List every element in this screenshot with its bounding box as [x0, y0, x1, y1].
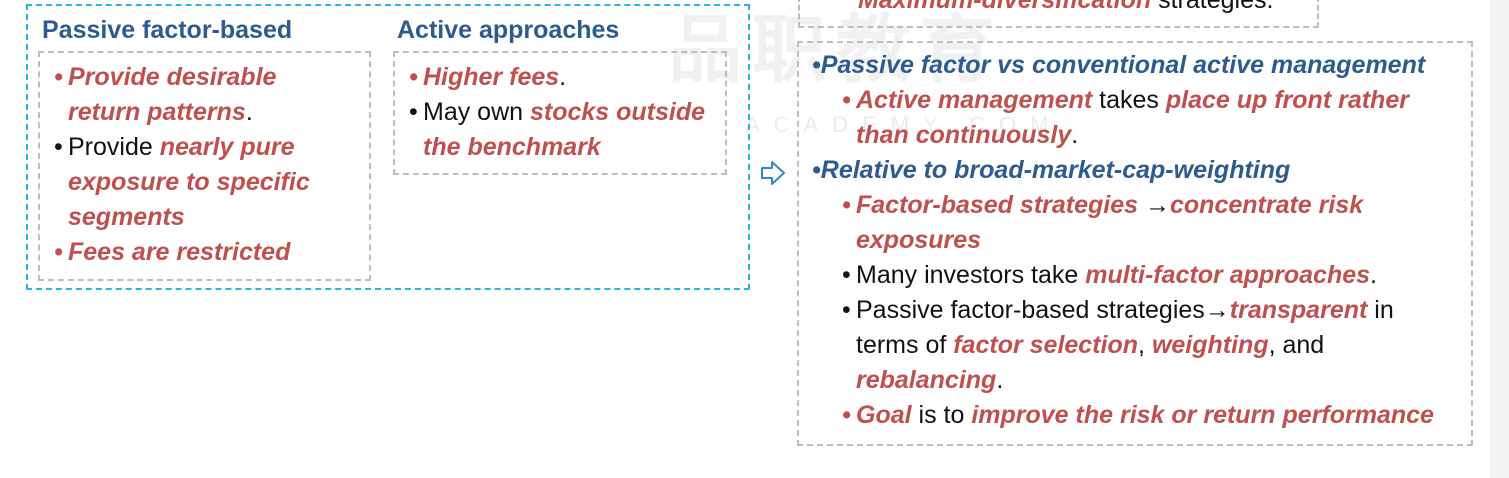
watermark-cn: 品职教育 — [668, 8, 1004, 91]
right-item-2-title: •Relative to broad-market-cap-weighting — [812, 156, 1291, 184]
bullet-dot: • — [409, 98, 418, 126]
active-bullet-1: •Higher fees. — [409, 60, 719, 95]
right-item-2-sub-3: •Passive factor-based strategies→transpa… — [842, 293, 1462, 398]
right-item-2-sub-4: •Goal is to improve the risk or return p… — [842, 398, 1462, 433]
passive-bullet-2: •Provide nearly pure exposure to specifi… — [54, 130, 364, 235]
bullet-dot: • — [54, 238, 63, 266]
passive-bullet-1: •Provide desirable return patterns. — [54, 60, 364, 130]
right-item-1-title: •Passive factor vs conventional active m… — [812, 51, 1426, 79]
right-arrow-icon — [760, 158, 786, 188]
active-heading: Active approaches — [397, 16, 620, 44]
active-box — [393, 51, 727, 175]
active-bullet-2: •May own stocks outside the benchmark — [409, 95, 724, 165]
scrollbar-track[interactable] — [1490, 0, 1509, 478]
right-item-2-sub-1: •Factor-based strategies →concentrate ri… — [842, 188, 1462, 258]
right-item-1-sub: •Active management takes place up front … — [842, 83, 1462, 153]
bullet-dot: • — [842, 86, 851, 114]
passive-heading: Passive factor-based — [42, 16, 293, 44]
bullet-dot: • — [842, 296, 851, 324]
top-strategy-text: Maximum-diversification strategies. — [858, 0, 1274, 14]
right-item-2-sub-2: •Many investors take multi-factor approa… — [842, 258, 1462, 293]
bullet-dot: • — [842, 401, 851, 429]
right-panel-box — [797, 41, 1473, 446]
bullet-dot: • — [409, 63, 418, 91]
watermark-en: ACADEMY.COM — [745, 112, 1063, 137]
bullet-dot: • — [842, 261, 851, 289]
bullet-dot: • — [842, 191, 851, 219]
bullet-dot: • — [54, 63, 63, 91]
passive-bullet-3: •Fees are restricted — [54, 235, 364, 270]
comparison-container — [26, 4, 750, 290]
top-strategy-box — [798, 0, 1319, 28]
passive-box — [38, 51, 371, 281]
bullet-dot: • — [54, 133, 63, 161]
